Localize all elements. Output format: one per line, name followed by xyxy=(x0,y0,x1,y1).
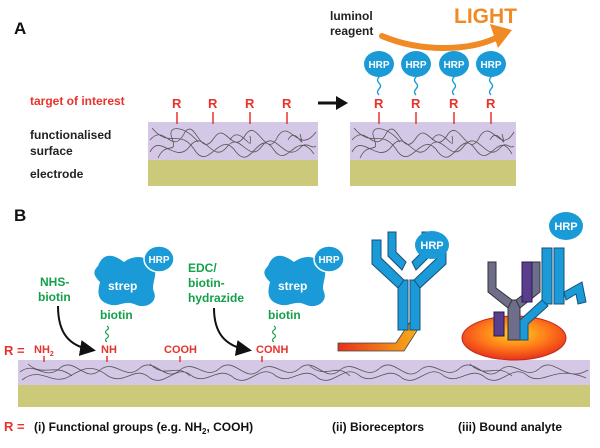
bound-analyte-complex: HRP xyxy=(461,212,587,361)
caption-bioreceptors: (ii) Bioreceptors xyxy=(332,420,424,434)
streptavidin-hrp-complex-2: strep HRP xyxy=(264,245,345,307)
svg-text:HRP: HRP xyxy=(443,60,464,71)
panel-b-label: B xyxy=(14,206,26,225)
hrp-label: HRP xyxy=(148,255,169,266)
hrp-enzyme: HRP xyxy=(476,51,506,77)
cooh-label: COOH xyxy=(164,344,197,356)
r-group-label: R xyxy=(486,96,496,111)
light-arrow xyxy=(379,24,512,51)
antibody-arm-left xyxy=(371,239,405,289)
nhs-biotin-label: biotin xyxy=(38,290,71,304)
target-of-interest-label: target of interest xyxy=(30,94,125,108)
functionalised-label: functionalised xyxy=(30,128,111,142)
streptavidin-blob xyxy=(94,255,156,307)
strep-label: strep xyxy=(278,279,307,293)
electrode-layer xyxy=(148,160,318,186)
light-label: LIGHT xyxy=(454,5,517,28)
streptavidin-hrp-complex-1: strep HRP xyxy=(94,245,175,307)
r-group-label: R xyxy=(172,96,182,111)
hrp-enzyme xyxy=(549,212,583,240)
polymer-tangle xyxy=(351,127,515,159)
purple-antibody-fragment xyxy=(493,311,505,337)
polymer-tangle xyxy=(19,363,589,381)
capture-antibody-arm-left xyxy=(487,261,513,309)
r-group-label: R xyxy=(374,96,384,111)
r-group-label: R xyxy=(208,96,218,111)
biotin-label: biotin xyxy=(268,308,301,322)
biotin-linker xyxy=(271,325,277,343)
panel-a-left-r-groups: R R R R xyxy=(172,96,292,124)
antibody-arm-left-inner xyxy=(387,231,407,271)
bioreceptor-hrp: HRP xyxy=(415,231,449,259)
panel-a: A R R R R target of interest functionali… xyxy=(14,5,517,186)
caption: R = (i) Functional groups (e.g. NH2, COO… xyxy=(4,419,562,436)
electrode-label: electrode xyxy=(30,167,84,181)
r-group-label: R xyxy=(449,96,459,111)
caption-functional-groups: (i) Functional groups (e.g. NH2, COOH) xyxy=(34,420,253,436)
hrp-enzyme: HRP xyxy=(439,51,469,77)
svg-text:HRP: HRP xyxy=(480,60,501,71)
hrp-enzyme: HRP xyxy=(401,51,431,77)
electrode-layer xyxy=(18,385,590,407)
panel-b: B R = NH2 NHS- biotin NH biotin strep HR… xyxy=(4,206,590,407)
r-equals-label: R = xyxy=(4,343,25,358)
panel-a-label: A xyxy=(14,19,26,38)
luminol-label: luminol xyxy=(330,9,373,23)
hrp-tethers xyxy=(376,72,494,96)
hrp-enzyme xyxy=(143,245,175,273)
edc-hydrazide-label: hydrazide xyxy=(188,291,244,305)
surface-label: surface xyxy=(30,144,73,158)
caption-bound-analyte: (iii) Bound analyte xyxy=(458,420,562,434)
conh-label: CONH xyxy=(256,344,288,356)
nhs-reaction-arrow xyxy=(57,305,96,356)
detection-antibody-stem xyxy=(541,247,553,305)
panel-b-electrode-stack xyxy=(18,360,590,407)
hrp-label: HRP xyxy=(420,240,443,252)
panel-a-left-electrode-stack xyxy=(148,122,318,186)
antibody-stem-right xyxy=(409,279,421,331)
polymer-tangle xyxy=(149,127,317,159)
hrp-label: HRP xyxy=(318,255,339,266)
strep-label: strep xyxy=(108,279,137,293)
biotin-linker xyxy=(104,325,110,343)
reagent-label: reagent xyxy=(330,24,373,38)
detection-antibody-arm-left xyxy=(519,299,549,341)
detection-antibody-arm-right xyxy=(563,281,587,305)
hrp-enzyme: HRP xyxy=(364,51,394,77)
nh2-label: NH2 xyxy=(34,344,54,358)
nh-label: NH xyxy=(101,344,117,356)
detection-antibody-stem xyxy=(553,247,565,305)
r-group-label: R xyxy=(411,96,421,111)
functionalised-surface-layer xyxy=(18,360,590,385)
svg-text:HRP: HRP xyxy=(405,60,426,71)
hrp-enzymes: HRP HRP HRP HRP xyxy=(364,51,506,77)
r-group-label: R xyxy=(282,96,292,111)
antibody-stem-left xyxy=(397,279,409,331)
panel-a-right-r-groups: R R R R xyxy=(374,96,496,124)
caption-r-equals: R = xyxy=(4,419,25,434)
hrp-enzyme xyxy=(415,231,449,259)
biotin-label: biotin xyxy=(100,308,133,322)
purple-antibody-fragment xyxy=(521,261,533,303)
capture-antibody-stem xyxy=(507,299,521,341)
edc-reaction-arrow xyxy=(213,307,252,356)
hrp-label: HRP xyxy=(554,221,577,233)
edc-label: EDC/ xyxy=(188,261,217,275)
streptavidin-blob xyxy=(264,255,326,307)
edc-biotin-label: biotin- xyxy=(188,276,225,290)
r-group-label: R xyxy=(245,96,255,111)
hrp-enzyme xyxy=(313,245,345,273)
svg-text:HRP: HRP xyxy=(368,60,389,71)
panel-a-right-electrode-stack xyxy=(350,122,516,186)
nhs-label: NHS- xyxy=(40,275,69,289)
transition-arrow xyxy=(318,96,348,110)
electrode-layer xyxy=(350,160,516,186)
